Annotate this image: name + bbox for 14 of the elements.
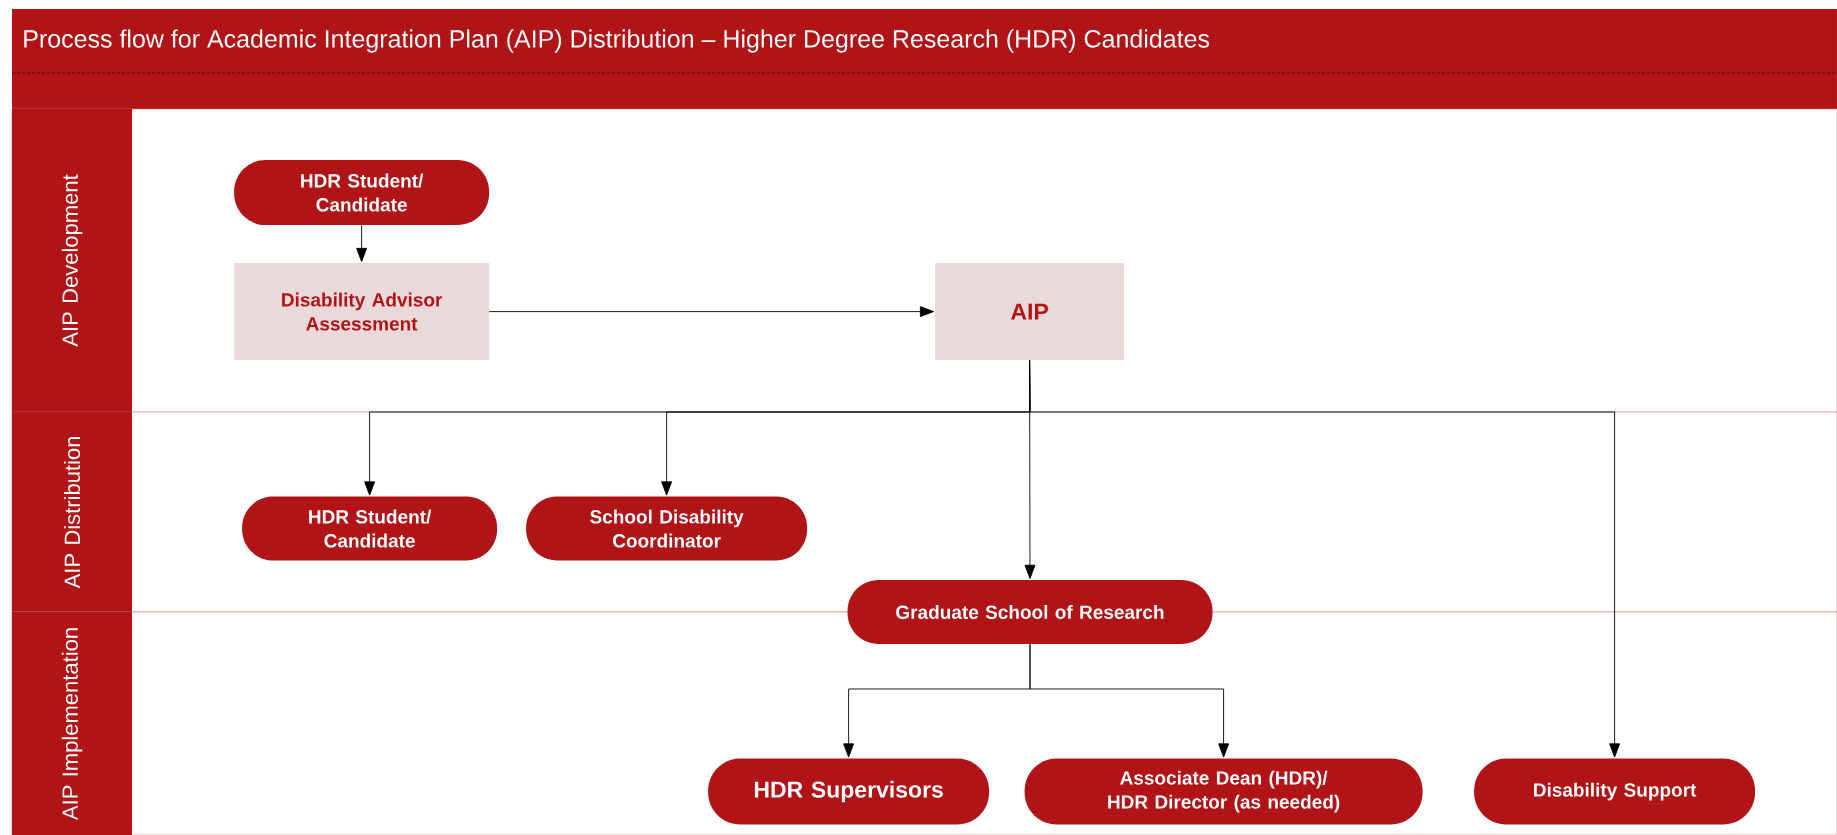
process-pill: School Disability Coordinator: [526, 496, 808, 561]
process-box: Disability Advisor Assessment: [234, 263, 490, 361]
process-pill: Associate Dean (HDR)/ HDR Director (as needed): [1024, 758, 1423, 825]
process-pill: Disability Support: [1474, 758, 1756, 825]
process-box: AIP: [935, 263, 1125, 361]
process-pill: HDR Student/ Candidate: [242, 496, 498, 561]
process-pill: HDR Student/ Candidate: [234, 160, 490, 226]
arrow: [488, 306, 935, 317]
arrow: [1029, 643, 1230, 758]
arrow: [1029, 359, 1621, 758]
process-pill: HDR Supervisors: [708, 758, 990, 825]
node-label: AIP Distribution: [63, 437, 81, 589]
process-pill: Graduate School of Research: [847, 580, 1213, 644]
arrow: [356, 224, 368, 263]
